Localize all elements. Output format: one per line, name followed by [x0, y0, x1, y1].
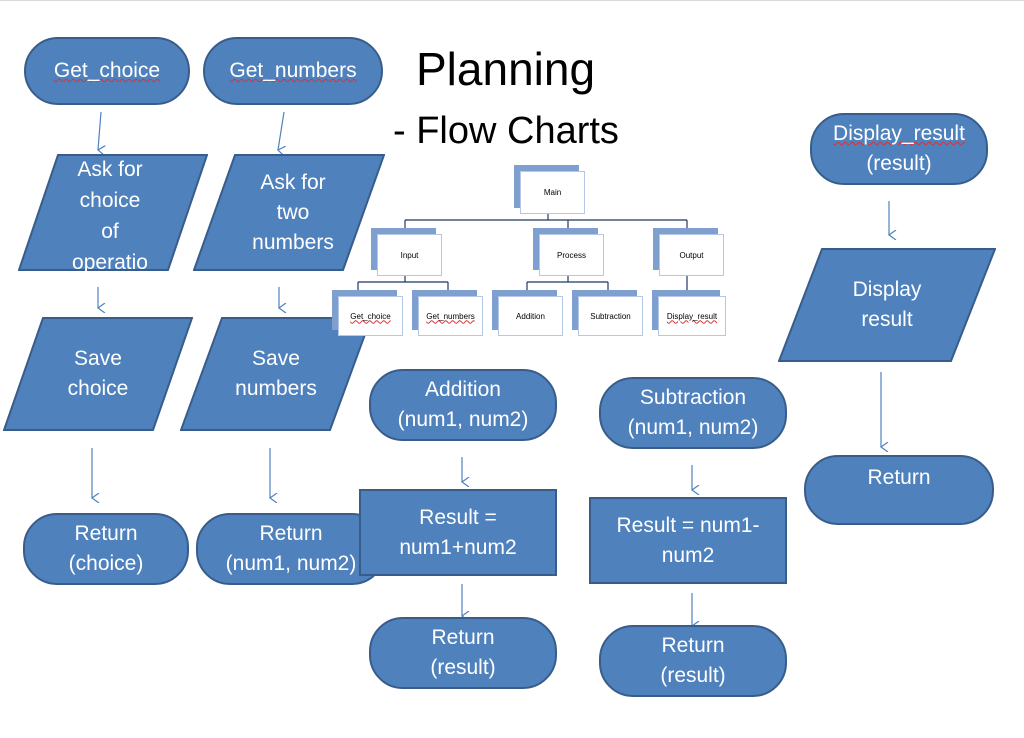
get-choice-start: Get_choice [24, 37, 190, 105]
addition-return-line-1: Return [431, 626, 495, 649]
hierarchy-process: Process [539, 234, 604, 276]
hierarchy-main: Main [520, 171, 585, 214]
subtraction-process-line-2: num2 [661, 543, 715, 567]
top-divider [0, 0, 1024, 1]
addition-process-line-2: num1+num2 [399, 535, 517, 559]
display-result-start-line-2: (result) [866, 152, 932, 175]
addition-start-line-2: (num1, num2) [397, 408, 529, 431]
subtraction-return-line-2: (result) [660, 664, 726, 687]
addition-process-line-1: Result = [419, 505, 497, 529]
get-choice-return: Return (choice) [23, 513, 189, 585]
ask-numbers-line-1: Ask for [260, 170, 326, 194]
return-numbers-line-2: (num1, num2) [225, 552, 357, 575]
addition-return-line-2: (result) [430, 656, 496, 679]
return-numbers-line-1: Return [259, 522, 323, 545]
display-result-return: Return [804, 455, 994, 525]
hierarchy-input-label: Input [400, 250, 419, 260]
ask-choice-line-4: operatio [72, 251, 148, 271]
hierarchy-display-result: Display_result [658, 296, 726, 336]
page-subtitle: - Flow Charts [393, 110, 619, 152]
ask-numbers-line-2: two [276, 200, 310, 224]
addition-return: Return (result) [369, 617, 557, 689]
ask-choice-line-1: Ask for [77, 158, 143, 181]
hierarchy-subtraction-label: Subtraction [590, 311, 631, 321]
subtraction-start-line-1: Subtraction [639, 386, 747, 409]
return-choice-line-2: (choice) [68, 552, 144, 575]
subtraction-process: Result = num1- num2 [589, 497, 787, 584]
ask-choice-line-3: of [101, 220, 119, 243]
display-output-line-2: result [861, 308, 913, 331]
hierarchy-display-result-label: Display_result [666, 311, 718, 321]
display-result-start-line-1: Display_result [833, 122, 965, 145]
hierarchy-input: Input [377, 234, 442, 276]
ask-numbers-line-3: numbers [252, 230, 334, 254]
hierarchy-main-label: Main [543, 188, 562, 197]
hierarchy-process-label: Process [557, 250, 586, 260]
display-output-line-1: Display [852, 278, 922, 301]
display-result-output: Display result [778, 248, 996, 362]
addition-process: Result = num1+num2 [359, 489, 557, 576]
save-choice: Save choice [3, 317, 193, 431]
hierarchy-get-choice: Get_choice [338, 296, 403, 336]
save-choice-line-2: choice [67, 377, 129, 400]
hierarchy-get-numbers: Get_numbers [418, 296, 483, 336]
ask-choice-line-2: choice [79, 189, 141, 212]
get-choice-input: Ask for choice of operatio [18, 154, 208, 271]
subtraction-process-line-1: Result = num1- [616, 513, 760, 537]
save-numbers-line-2: numbers [235, 377, 317, 400]
save-choice-line-1: Save [74, 347, 122, 370]
save-numbers: Save numbers [180, 317, 372, 431]
hierarchy-addition-label: Addition [516, 311, 545, 321]
get-numbers-start: Get_numbers [203, 37, 383, 105]
hierarchy-get-numbers-label: Get_numbers [426, 311, 475, 321]
get-numbers-start-label: Get_numbers [229, 59, 357, 82]
return-choice-line-1: Return [74, 522, 138, 545]
hierarchy-output-label: Output [679, 250, 704, 260]
subtraction-return: Return (result) [599, 625, 787, 697]
get-numbers-return: Return (num1, num2) [196, 513, 386, 585]
save-numbers-line-1: Save [252, 347, 300, 370]
subtraction-start: Subtraction (num1, num2) [599, 377, 787, 449]
subtraction-return-line-1: Return [661, 634, 725, 657]
addition-start: Addition (num1, num2) [369, 369, 557, 441]
page-title: Planning [416, 43, 596, 95]
addition-start-line-1: Addition [425, 378, 501, 401]
hierarchy-output: Output [659, 234, 724, 276]
get-choice-start-label: Get_choice [53, 59, 161, 82]
hierarchy-addition: Addition [498, 296, 563, 336]
subtraction-start-line-2: (num1, num2) [627, 416, 759, 439]
get-numbers-input: Ask for two numbers [193, 154, 385, 271]
hierarchy-subtraction: Subtraction [578, 296, 643, 336]
display-result-start: Display_result (result) [810, 113, 988, 185]
hierarchy-get-choice-label: Get_choice [350, 311, 391, 321]
display-return-label: Return [867, 466, 931, 489]
